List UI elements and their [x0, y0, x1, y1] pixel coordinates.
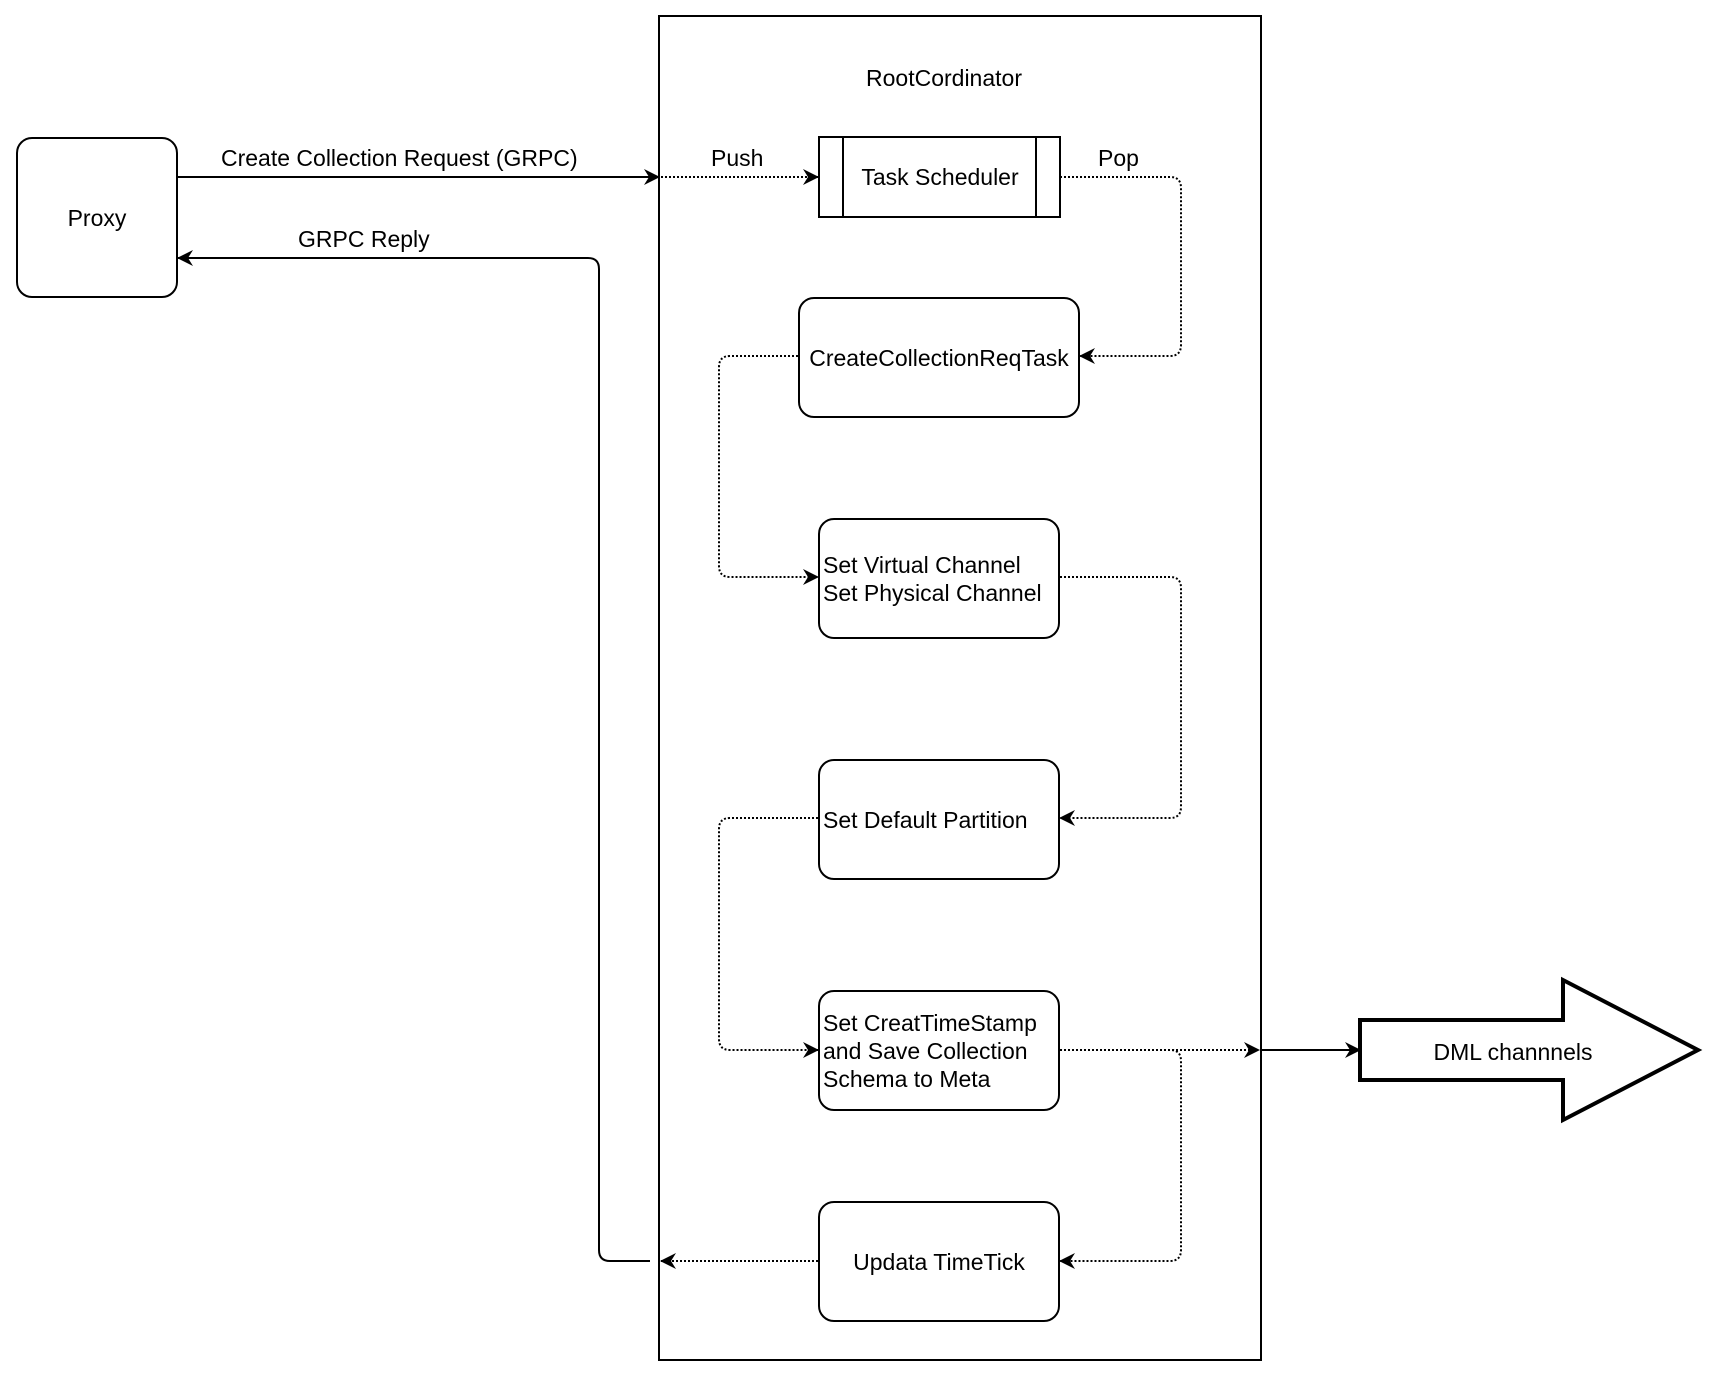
task-scheduler-box — [818, 136, 1061, 218]
reply-edge-label: GRPC Reply — [298, 226, 430, 252]
set-channel-line-1: Set Virtual Channel — [823, 551, 1021, 578]
set-timestamp-node[interactable]: Set CreatTimeStamp and Save Collection S… — [818, 990, 1060, 1111]
dml-channels-arrow — [1358, 976, 1703, 1124]
root-coordinator-container — [658, 15, 1262, 1361]
set-channel-node[interactable]: Set Virtual Channel Set Physical Channel — [818, 518, 1060, 639]
create-collection-task-node[interactable]: CreateCollectionReqTask — [798, 297, 1080, 418]
edge-channel-to-partition — [1059, 576, 1182, 826]
edge-reply — [177, 250, 650, 1262]
proxy-label: Proxy — [67, 204, 127, 231]
set-timestamp-line-1: Set CreatTimeStamp — [823, 1009, 1037, 1036]
edge-task-to-channel — [718, 355, 819, 585]
update-timetick-label: Updata TimeTick — [853, 1248, 1025, 1275]
edge-timestamp-to-timetick — [1059, 1049, 1182, 1269]
task-scheduler-label: Task Scheduler — [861, 164, 1019, 190]
root-coordinator-title: RootCordinator — [866, 65, 1022, 91]
set-partition-node[interactable]: Set Default Partition — [818, 759, 1060, 880]
edge-partition-to-timestamp — [718, 817, 819, 1058]
set-timestamp-line-2: and Save Collection — [823, 1037, 1028, 1064]
proxy-node[interactable]: Proxy — [16, 137, 178, 298]
pop-edge-label: Pop — [1098, 145, 1139, 171]
set-timestamp-line-3: Schema to Meta — [823, 1065, 991, 1092]
dml-channels-label: DML channnels — [1433, 1039, 1593, 1065]
set-partition-label: Set Default Partition — [823, 806, 1028, 833]
request-edge-label: Create Collection Request (GRPC) — [221, 145, 578, 171]
update-timetick-node[interactable]: Updata TimeTick — [818, 1201, 1060, 1322]
create-collection-task-label: CreateCollectionReqTask — [809, 344, 1069, 371]
push-edge-label: Push — [711, 145, 764, 171]
set-channel-line-2: Set Physical Channel — [823, 579, 1042, 606]
